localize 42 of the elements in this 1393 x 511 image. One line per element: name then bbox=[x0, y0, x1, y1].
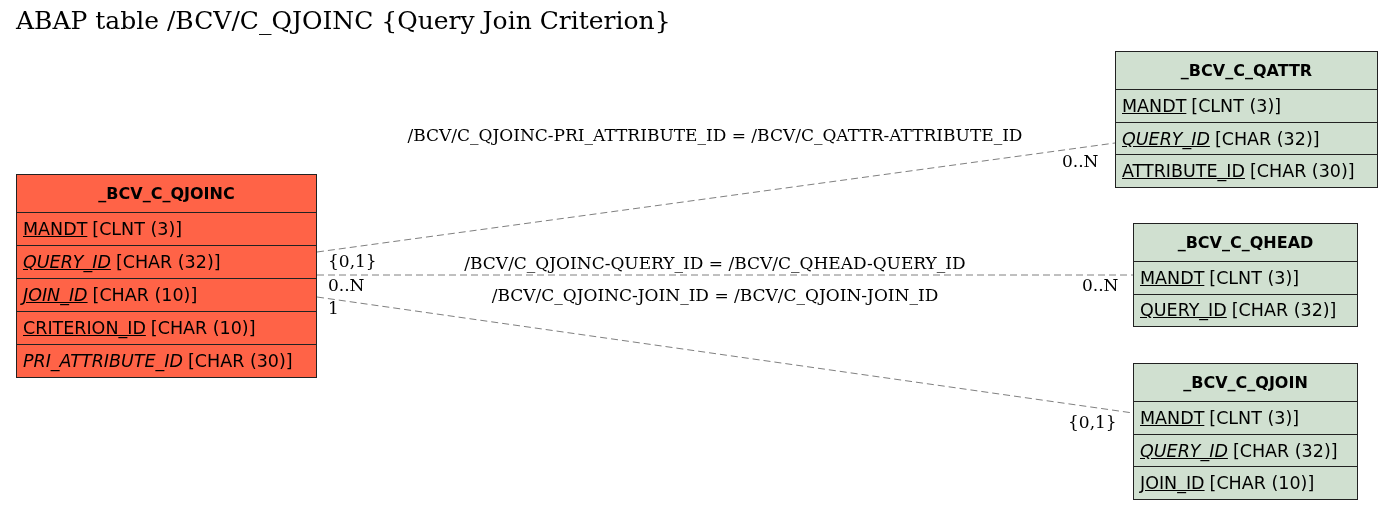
field-type: [CHAR (10)] bbox=[92, 285, 198, 305]
cardinality-label: {0,1} bbox=[1068, 414, 1117, 431]
table-header: _BCV_C_QJOINC bbox=[97, 183, 236, 205]
cardinality-label: 1 bbox=[328, 300, 339, 317]
table-header: _BCV_C_QATTR bbox=[1179, 60, 1314, 82]
field-type: [CHAR (10)] bbox=[1209, 473, 1315, 494]
field-name: ATTRIBUTE_ID bbox=[1122, 161, 1245, 182]
field-type: [CHAR (30)] bbox=[1249, 161, 1355, 182]
field-type: [CHAR (32)] bbox=[1214, 128, 1320, 149]
field-name: MANDT bbox=[1122, 95, 1187, 116]
entity-table bbox=[1133, 363, 1358, 500]
field-name: CRITERION_ID bbox=[23, 318, 146, 338]
entity-table bbox=[1115, 51, 1378, 188]
field-type: [CHAR (32)] bbox=[1231, 300, 1337, 321]
field-name: PRI_ATTRIBUTE_ID bbox=[23, 351, 183, 371]
field-type: [CLNT (3)] bbox=[1209, 407, 1300, 428]
cardinality-label: 0..N bbox=[328, 277, 365, 294]
entity-table bbox=[16, 174, 317, 378]
relationship-line bbox=[316, 142, 1116, 253]
diagram-title: ABAP table /BCV/C_QJOINC {Query Join Criterion} bbox=[16, 6, 671, 36]
field-name: MANDT bbox=[1140, 267, 1205, 288]
cardinality-label: 0..N bbox=[1082, 277, 1119, 294]
field-name: QUERY_ID bbox=[1140, 440, 1228, 461]
field-name: MANDT bbox=[23, 219, 88, 239]
field-type: [CHAR (32)] bbox=[1232, 440, 1338, 461]
field-name: JOIN_ID bbox=[1140, 473, 1205, 494]
cardinality-label: {0,1} bbox=[328, 253, 377, 270]
entity-table bbox=[1133, 223, 1358, 327]
field-name: MANDT bbox=[1140, 407, 1205, 428]
field-type: [CHAR (32)] bbox=[115, 252, 221, 272]
field-type: [CLNT (3)] bbox=[1209, 267, 1300, 288]
field-type: [CHAR (10)] bbox=[150, 318, 256, 338]
field-name: QUERY_ID bbox=[23, 252, 111, 272]
cardinality-label: 0..N bbox=[1062, 153, 1099, 170]
field-type: [CLNT (3)] bbox=[1191, 95, 1282, 116]
field-name: QUERY_ID bbox=[1140, 300, 1227, 321]
relationship-line bbox=[316, 274, 1134, 276]
table-header: _BCV_C_QJOIN bbox=[1182, 372, 1309, 394]
field-name: QUERY_ID bbox=[1122, 128, 1210, 149]
table-header: _BCV_C_QHEAD bbox=[1176, 232, 1315, 254]
field-type: [CHAR (30)] bbox=[188, 351, 293, 371]
field-type: [CLNT (3)] bbox=[92, 219, 183, 239]
